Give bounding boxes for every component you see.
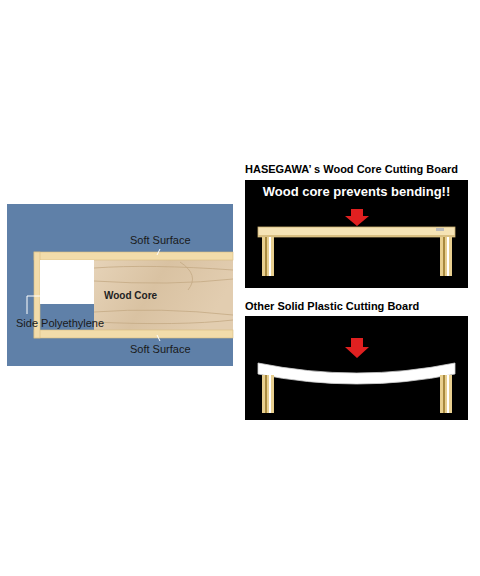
wood-grain: [94, 262, 233, 324]
photo-panel: [245, 180, 468, 288]
board-stand: [262, 237, 452, 276]
illustration-panel: Other Solid Plastic Cutting Board: [245, 297, 468, 420]
part-label: Wood Core: [104, 289, 157, 302]
board-edge: [258, 235, 455, 237]
wood-core-board: [258, 227, 455, 237]
board-stand: [262, 375, 452, 413]
board-badge: [436, 228, 444, 231]
panel-heading: Other Solid Plastic Cutting Board: [245, 297, 468, 315]
part-label: Soft Surface: [130, 343, 191, 356]
wood-core: [94, 260, 233, 330]
plastic-board: [258, 363, 455, 384]
panel-caption: Wood core prevents bending!!: [245, 184, 468, 200]
top-soft-layer: [34, 252, 233, 260]
bottom-soft-layer: [34, 330, 233, 338]
load-arrow: [345, 338, 369, 358]
illustration-panel: HASEGAWA’ s Wood Core Cutting BoardWood …: [245, 160, 468, 288]
side-polyethylene: [40, 260, 94, 304]
part-label: Soft Surface: [130, 234, 191, 247]
load-arrow: [345, 209, 369, 226]
part-label: Side Polyethylene: [16, 317, 104, 330]
panel-heading: HASEGAWA’ s Wood Core Cutting Board: [245, 160, 468, 178]
section-panel: [7, 204, 233, 366]
photo-panel: [245, 316, 468, 420]
